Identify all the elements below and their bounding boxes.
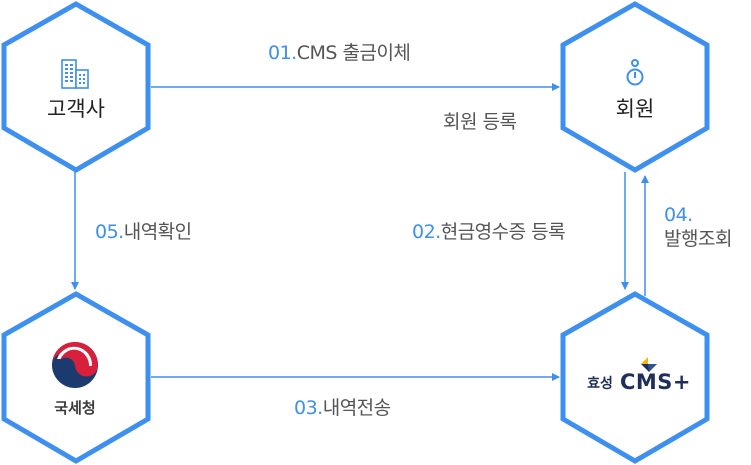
- step-num: 03.: [294, 397, 323, 419]
- step-text: 현금영수증 등록: [440, 221, 566, 243]
- step-01-label: 01.CMS 출금이체: [268, 42, 411, 66]
- hexagon-frame: [560, 291, 710, 464]
- step-05-label: 05.내역확인: [95, 221, 192, 245]
- node-hyosung: 효성 CMS+: [560, 291, 710, 464]
- step-text: CMS 출금이체: [296, 42, 411, 64]
- taegeuk-logo-icon: [52, 342, 98, 388]
- node-nts: 국세청: [1, 291, 151, 464]
- step-01-sub-label: 회원 등록: [443, 111, 517, 133]
- stopwatch-icon: [626, 59, 644, 86]
- step-num: 01.: [268, 42, 297, 64]
- client-label: 고객사: [47, 97, 105, 121]
- node-client: 고객사: [1, 1, 151, 173]
- step-text: 발행조회: [664, 227, 732, 250]
- member-label: 회원: [616, 97, 655, 121]
- hyosung-logo-icon: [641, 357, 657, 372]
- step-03-label: 03.내역전송: [294, 397, 391, 421]
- step-num: 05.: [95, 221, 124, 243]
- nts-label: 국세청: [54, 399, 95, 417]
- hyosung-label-brand: CMS+: [620, 370, 691, 394]
- step-num: 04.: [664, 204, 693, 226]
- step-04-label: 04. 발행조회: [664, 204, 732, 252]
- step-num: 02.: [412, 221, 441, 243]
- step-02-label: 02.현금영수증 등록: [412, 221, 566, 245]
- hexagon-frame: [560, 1, 710, 173]
- node-member: 회원: [560, 1, 710, 173]
- step-text: 내역확인: [123, 221, 192, 243]
- step-text: 내역전송: [322, 397, 391, 419]
- hyosung-label-kr: 효성: [587, 376, 613, 392]
- building-icon: [61, 59, 89, 89]
